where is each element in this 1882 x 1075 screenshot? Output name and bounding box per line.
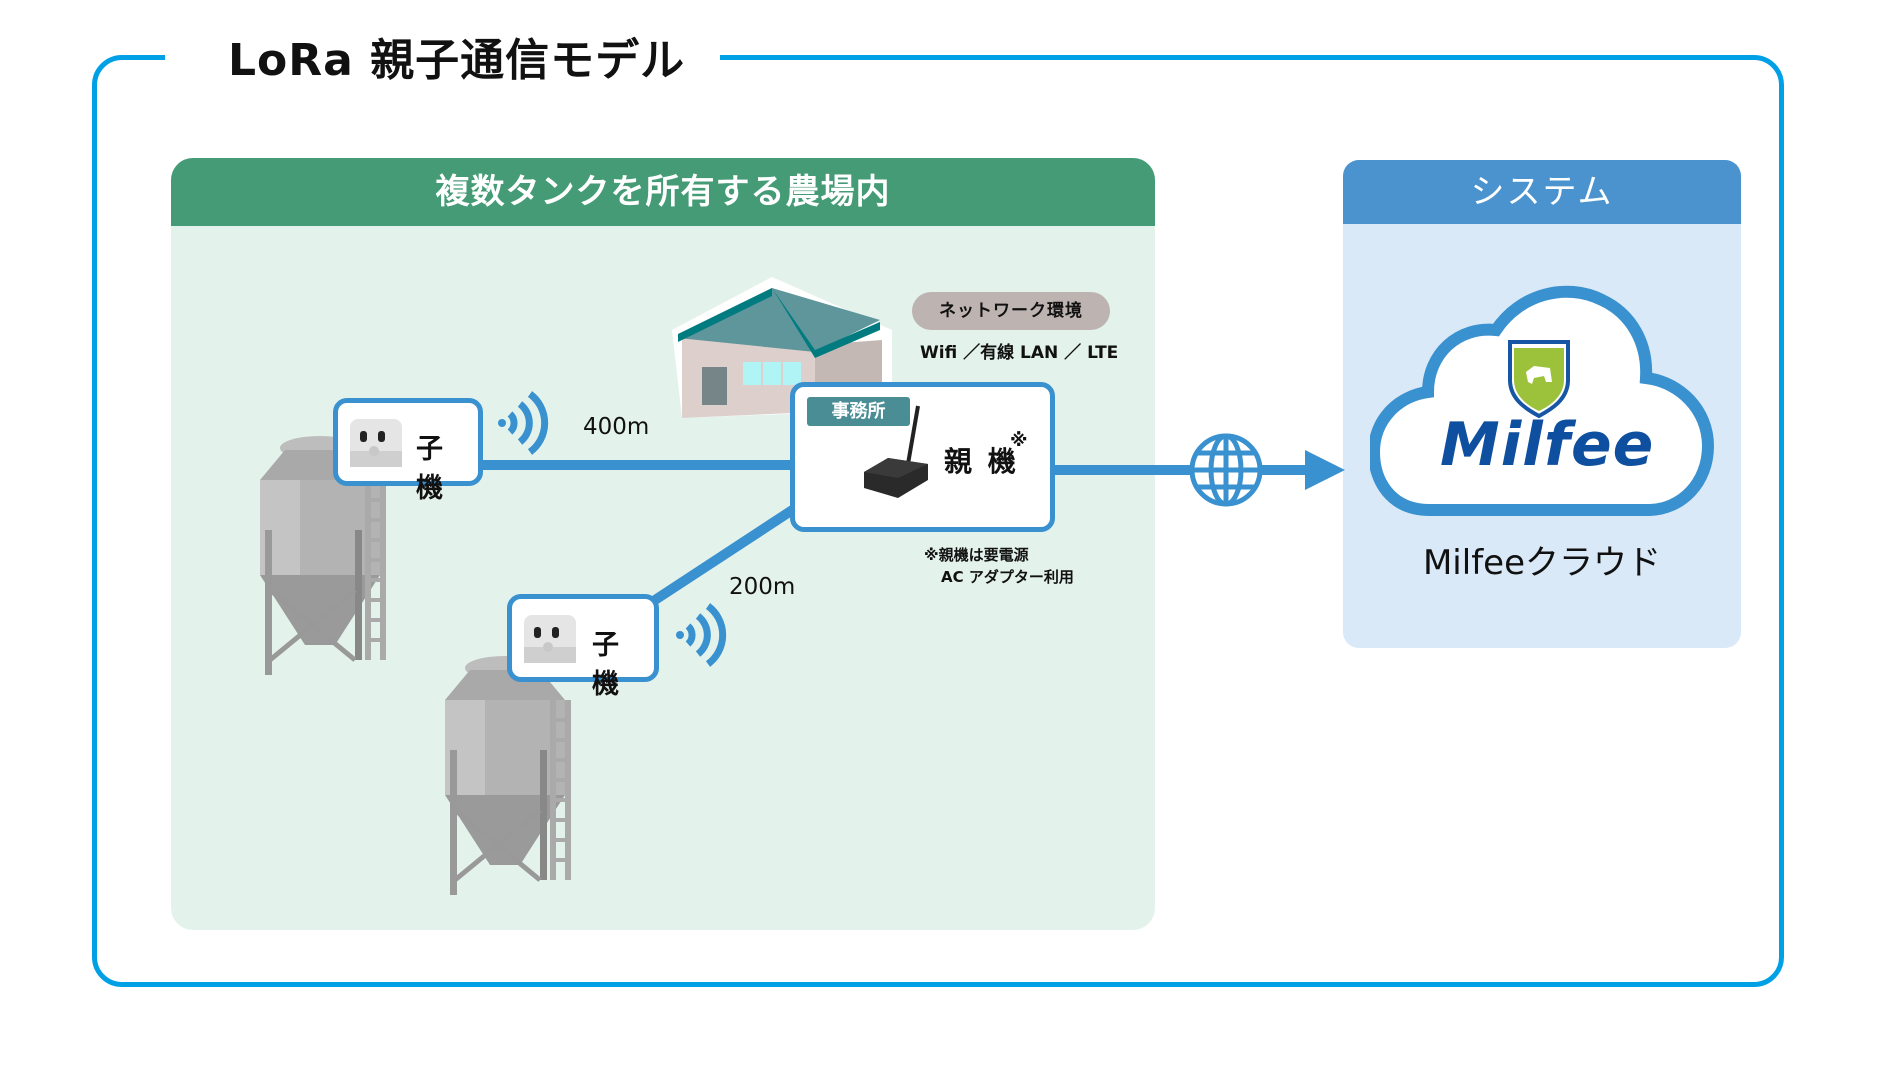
link-lines [480, 460, 1305, 605]
child-node-2[interactable]: 子 機 [507, 594, 659, 700]
silo-icon [445, 656, 571, 895]
network-options: Wifi ／有線 LAN ／ LTE [920, 343, 1119, 363]
title-background [165, 20, 720, 90]
wifi-signal-icon [676, 603, 727, 667]
milfee-logo-text: Milfee [1440, 410, 1655, 480]
sensor-device-icon [350, 419, 402, 467]
network-environment-badge: ネットワーク環境 [912, 292, 1110, 330]
sensor-device-icon [524, 615, 576, 663]
cloud-caption: Milfeeクラウド [1422, 543, 1662, 583]
child-node-label: 子 機 [592, 630, 621, 700]
distance-label-child2: 200m [729, 574, 796, 600]
diagram-frame [92, 55, 1784, 987]
child-node-1[interactable]: 子 機 [333, 398, 483, 504]
wifi-signal-icon [498, 391, 549, 455]
child-node-label: 子 機 [416, 434, 445, 504]
milfee-shield-logo [1508, 340, 1570, 418]
office-tag: 事務所 [807, 397, 910, 426]
system-panel-heading: システム [1343, 160, 1741, 224]
parent-power-note: ※親機は要電源 AC アダプター利用 [924, 544, 1074, 588]
parent-node-label: 親 機 [944, 445, 1019, 478]
arrow-right-icon [1305, 450, 1345, 490]
parent-note-marker: ※ [1010, 430, 1028, 451]
distance-label-child1: 400m [583, 414, 650, 440]
globe-icon [1189, 433, 1263, 507]
note-line-1: ※親機は要電源 [924, 546, 1029, 564]
farm-panel-heading: 複数タンクを所有する農場内 [171, 158, 1155, 226]
silo-icon [260, 436, 386, 675]
office-building-icon [672, 277, 892, 418]
link-line-child2 [652, 500, 803, 605]
diagram-title: LoRa 親子通信モデル [228, 35, 686, 86]
note-line-2: AC アダプター利用 [941, 568, 1074, 586]
gateway-router-icon [864, 405, 928, 498]
